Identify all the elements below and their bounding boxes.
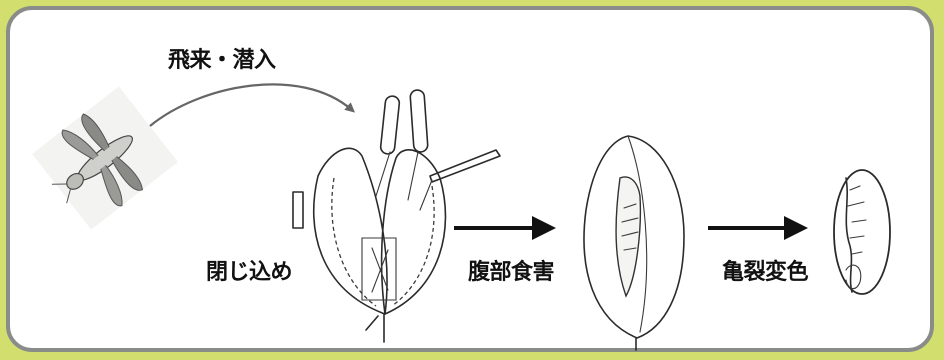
trapped-label: 閉じ込め [206, 254, 292, 286]
open-flower-illustration [293, 90, 500, 342]
cracked-grain-illustration [834, 170, 890, 294]
abdomen-feeding-label: 腹部食害 [468, 254, 554, 286]
arrow-to-feeding [454, 216, 556, 240]
crack-discolor-label: 亀裂変色 [722, 254, 808, 286]
thrips-insect-illustration [30, 86, 178, 231]
invasion-label: 飛来・潜入 [168, 42, 276, 74]
closed-flower-illustration [584, 136, 684, 350]
invasion-curved-arrow [150, 84, 352, 126]
arrow-to-crack [708, 216, 808, 240]
